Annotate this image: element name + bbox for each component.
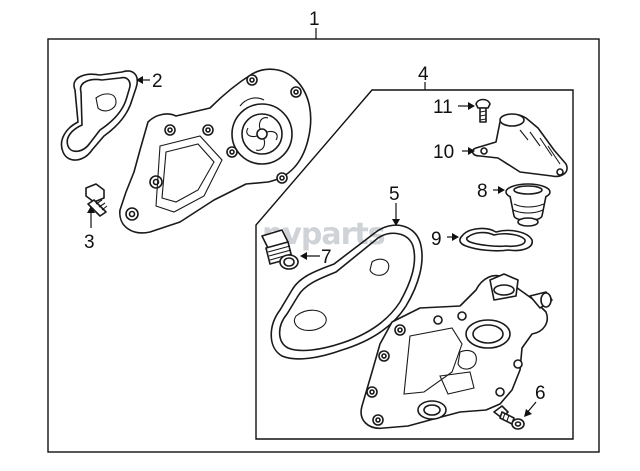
callout-4[interactable]: 4 xyxy=(418,64,429,85)
seal-ring[interactable] xyxy=(459,227,533,252)
callout-5[interactable]: 5 xyxy=(389,184,400,205)
callout-11[interactable]: 11 xyxy=(433,97,453,118)
callout-3[interactable]: 3 xyxy=(84,232,95,253)
callout-7-arrowhead xyxy=(300,252,307,260)
subassembly-frame xyxy=(255,89,574,440)
thermostat-housing[interactable] xyxy=(360,273,553,430)
callout-10-arrowhead xyxy=(468,147,475,155)
callout-7[interactable]: 7 xyxy=(321,247,332,268)
callout-1[interactable]: 1 xyxy=(309,9,320,30)
callout-6-arrowhead xyxy=(524,409,532,417)
callout-8[interactable]: 8 xyxy=(477,181,488,202)
callout-2[interactable]: 2 xyxy=(152,71,163,92)
water-pump-housing[interactable] xyxy=(119,68,312,234)
callout-6[interactable]: 6 xyxy=(535,383,546,404)
callout-10[interactable]: 10 xyxy=(433,142,454,163)
thermostat-cover[interactable] xyxy=(471,113,568,178)
gasket-housing[interactable] xyxy=(270,224,423,360)
callout-9[interactable]: 9 xyxy=(431,229,442,250)
callout-3-arrowhead xyxy=(87,206,95,213)
gasket-upper[interactable] xyxy=(60,70,138,161)
callout-9-arrowhead xyxy=(452,233,459,241)
callout-5-arrowhead xyxy=(392,219,400,226)
bolt-6[interactable] xyxy=(493,405,525,430)
callout-2-arrowhead xyxy=(136,76,143,84)
bolt-left[interactable] xyxy=(85,183,108,217)
sensor-plug[interactable] xyxy=(261,229,299,270)
thermostat[interactable] xyxy=(505,183,551,227)
bolt-11[interactable] xyxy=(475,98,491,123)
callout-11-arrowhead xyxy=(468,102,475,110)
assembly-frame xyxy=(47,38,600,453)
callout-8-arrowhead xyxy=(498,186,505,194)
